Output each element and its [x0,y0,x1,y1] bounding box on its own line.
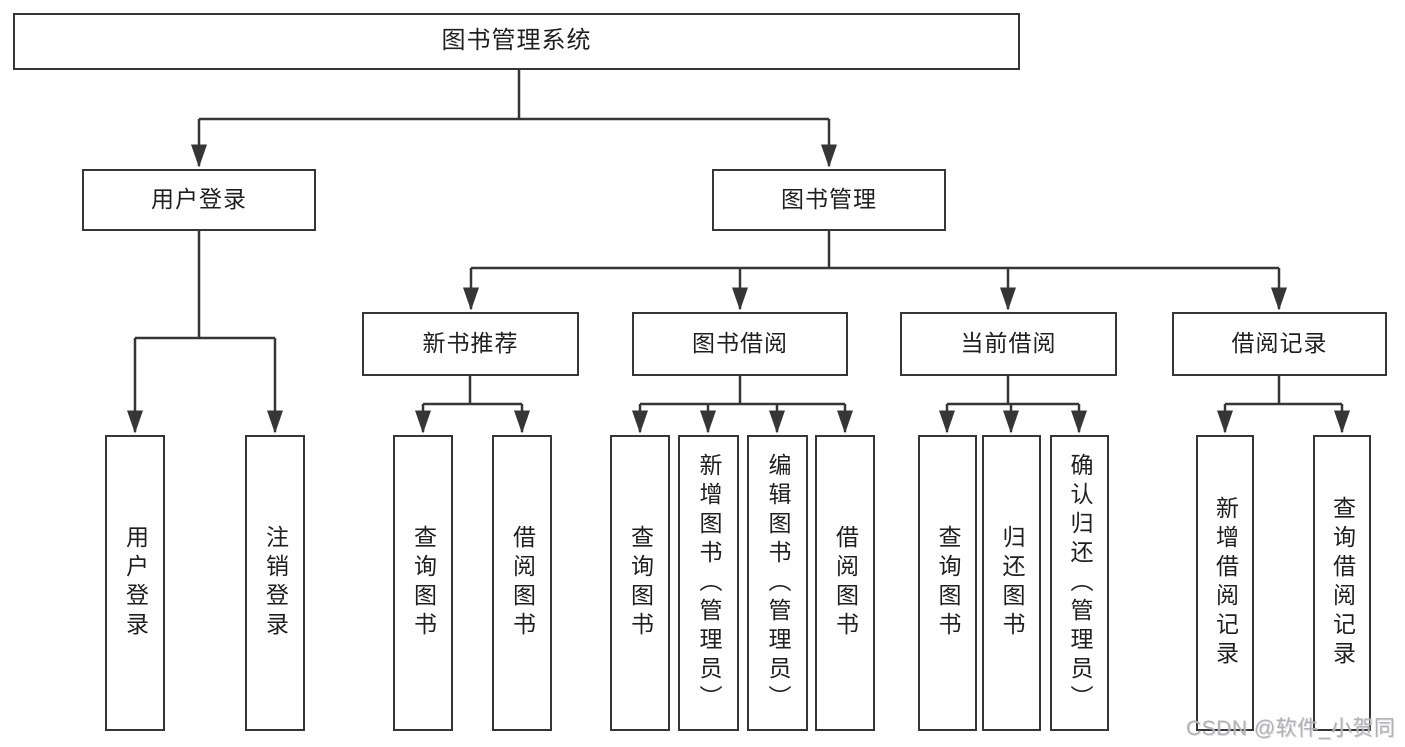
leaf-add-book-admin: 新增图书（管理员） [678,435,739,731]
node-book-management: 图书管理 [712,169,946,231]
leaf-add-borrow-record: 新增借阅记录 [1196,435,1254,731]
leaf-query-books-current: 查询图书 [918,435,977,731]
leaf-edit-book-admin: 编辑图书（管理员） [747,435,808,731]
spine-book-management [471,231,1279,270]
leaf-return-book: 归还图书 [982,435,1041,731]
spine-current-borrow [947,376,1079,406]
node-book-borrow: 图书借阅 [632,312,848,376]
spine-book-borrow [640,376,845,406]
node-user-login: 用户登录 [82,169,316,231]
spine-root [199,70,829,121]
leaf-query-borrow-record: 查询借阅记录 [1313,435,1371,731]
spine-new-book [423,376,522,406]
leaf-query-books-recommend: 查询图书 [393,435,453,731]
node-borrow-records: 借阅记录 [1172,312,1387,376]
spine-borrow-records [1225,376,1342,406]
node-new-book-recommend: 新书推荐 [362,312,579,376]
leaf-query-books-borrow: 查询图书 [610,435,670,731]
leaf-logout: 注销登录 [245,435,305,731]
node-current-borrow: 当前借阅 [900,312,1117,376]
leaf-user-login: 用户登录 [105,435,165,731]
node-root: 图书管理系统 [13,13,1020,70]
leaf-confirm-return-admin: 确认归还（管理员） [1050,435,1109,731]
spine-user-login [135,231,275,340]
leaf-borrow-books-recommend: 借阅图书 [492,435,552,731]
csdn-watermark: CSDN @软件_小贺同学 [1186,717,1396,740]
leaf-borrow-books: 借阅图书 [815,435,875,731]
